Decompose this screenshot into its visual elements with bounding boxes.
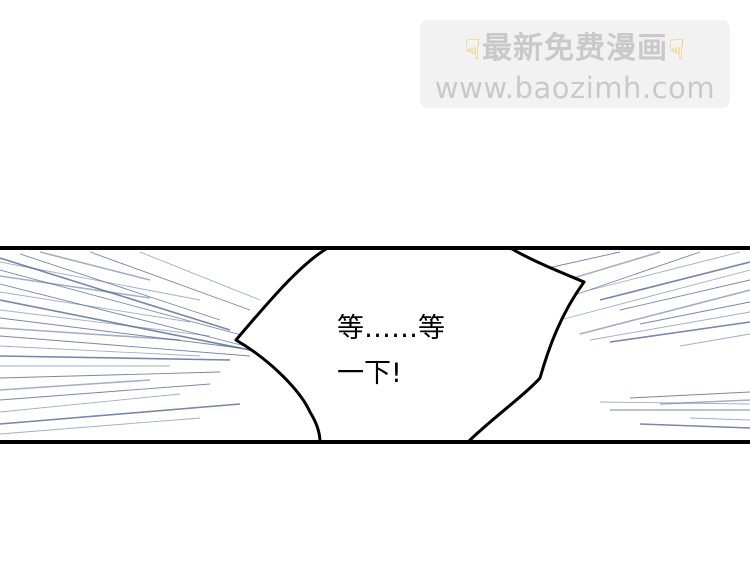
speed-line [0,257,231,331]
speed-line [589,311,750,341]
watermark: ☟最新免费漫画☟ www.baozimh.com [420,20,730,108]
speed-line [0,383,211,401]
speed-line [0,379,151,391]
speed-line [589,251,741,291]
watermark-url: www.baozimh.com [434,71,716,105]
speed-line [19,253,221,321]
speed-line [89,251,251,311]
speech-bubble-outline [234,247,586,444]
speed-line [599,261,750,301]
speed-line [139,251,261,301]
speech-line-2: 一下! [337,358,402,389]
speed-line [689,417,750,421]
pointing-down-hand-icon: ☟ [463,32,482,66]
speed-line [0,327,181,341]
speed-line [0,345,201,357]
speech-line-1: 等……等 [337,313,445,344]
speed-line [0,355,231,361]
watermark-title-row: ☟最新免费漫画☟ [420,32,730,67]
pointing-down-hand-icon: ☟ [668,32,687,66]
speed-line [579,289,750,335]
speed-line [639,301,750,325]
watermark-title: 最新免费漫画 [482,31,668,66]
speed-line [559,269,750,321]
speed-line [599,401,750,405]
speed-line [619,279,750,311]
speech-bubble-text: 等……等 一下! [337,306,497,396]
speed-line [0,403,241,425]
speed-line [39,251,151,281]
speed-line [0,393,181,413]
speed-line [609,321,750,343]
speed-line [0,309,211,337]
speed-line [0,275,151,299]
speech-bubble [238,250,583,442]
speed-line [559,251,701,301]
speed-line [0,317,241,349]
speed-lines [0,251,750,435]
speed-line [0,335,251,357]
speed-line [679,333,750,347]
speed-line [629,391,750,399]
speed-line [0,417,201,435]
speed-line [639,423,750,429]
speed-line [0,269,261,341]
speed-line [0,261,201,301]
speed-line [0,371,221,379]
speed-line [0,291,191,323]
